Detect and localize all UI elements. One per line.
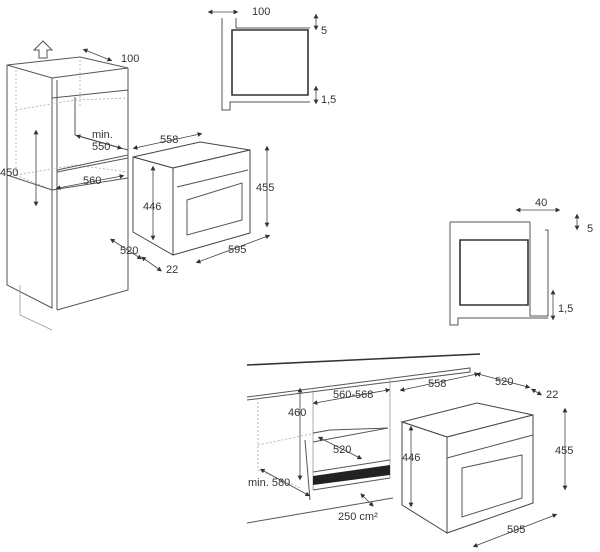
vent-arrow-icon	[360, 493, 374, 507]
dim-width: 560	[83, 175, 101, 187]
dim-oven2-22: 22	[546, 389, 558, 401]
dim-oven2-depth: 558	[428, 378, 446, 390]
oven-undercounter	[400, 402, 534, 534]
dim-profile2-bottom: 1,5	[558, 303, 573, 315]
dim-oven2-446: 446	[402, 452, 420, 464]
dim-oven-446: 446	[143, 201, 161, 213]
ventilation-slot	[313, 465, 390, 485]
profile-detail-top: 100 5 1,5	[207, 6, 336, 111]
dim-profile2-width: 40	[535, 197, 547, 209]
oven-column-dimensions: 558 446 455 520 22 595	[109, 132, 274, 276]
dim-oven2-520: 520	[495, 376, 513, 388]
up-arrow-icon	[32, 40, 54, 59]
dim-top-gap: 100	[121, 53, 139, 65]
dim-niche-depth: 520	[333, 444, 351, 456]
dim-oven2-455: 455	[555, 445, 573, 457]
dim-height: 450	[0, 167, 18, 179]
dim-depth: 550	[92, 141, 110, 153]
dim-oven-520: 520	[120, 245, 138, 257]
oven-column	[132, 141, 251, 256]
dim-vent-area: 250 cm²	[338, 511, 378, 523]
dim-profile2-top: 5	[587, 223, 593, 235]
tall-cabinet	[6, 56, 129, 331]
profile-detail-right: 40 5 1,5	[449, 197, 593, 326]
dim-niche-min-depth: min. 580	[248, 477, 290, 489]
undercounter-niche	[246, 353, 481, 524]
dim-niche-height: 460	[288, 407, 306, 419]
oven-undercounter-dimensions: 558 520 22 446 455 595	[399, 372, 573, 548]
dim-niche-width: 560-568	[333, 389, 373, 401]
undercounter-dimensions: 460 560-568 520 min. 580 250 cm²	[248, 387, 391, 523]
dim-oven-455: 455	[256, 182, 274, 194]
dim-profile-bottom: 1,5	[321, 94, 336, 106]
column-dimensions: 100 min. 550 450 560	[0, 48, 139, 207]
dim-min-label: min.	[92, 129, 113, 141]
dim-oven-22: 22	[166, 264, 178, 276]
dim-profile-top: 5	[321, 25, 327, 37]
dim-oven-595: 595	[228, 244, 246, 256]
dim-oven-depth: 558	[160, 134, 178, 146]
dim-oven2-595: 595	[507, 524, 525, 536]
dim-profile-width: 100	[252, 6, 270, 18]
